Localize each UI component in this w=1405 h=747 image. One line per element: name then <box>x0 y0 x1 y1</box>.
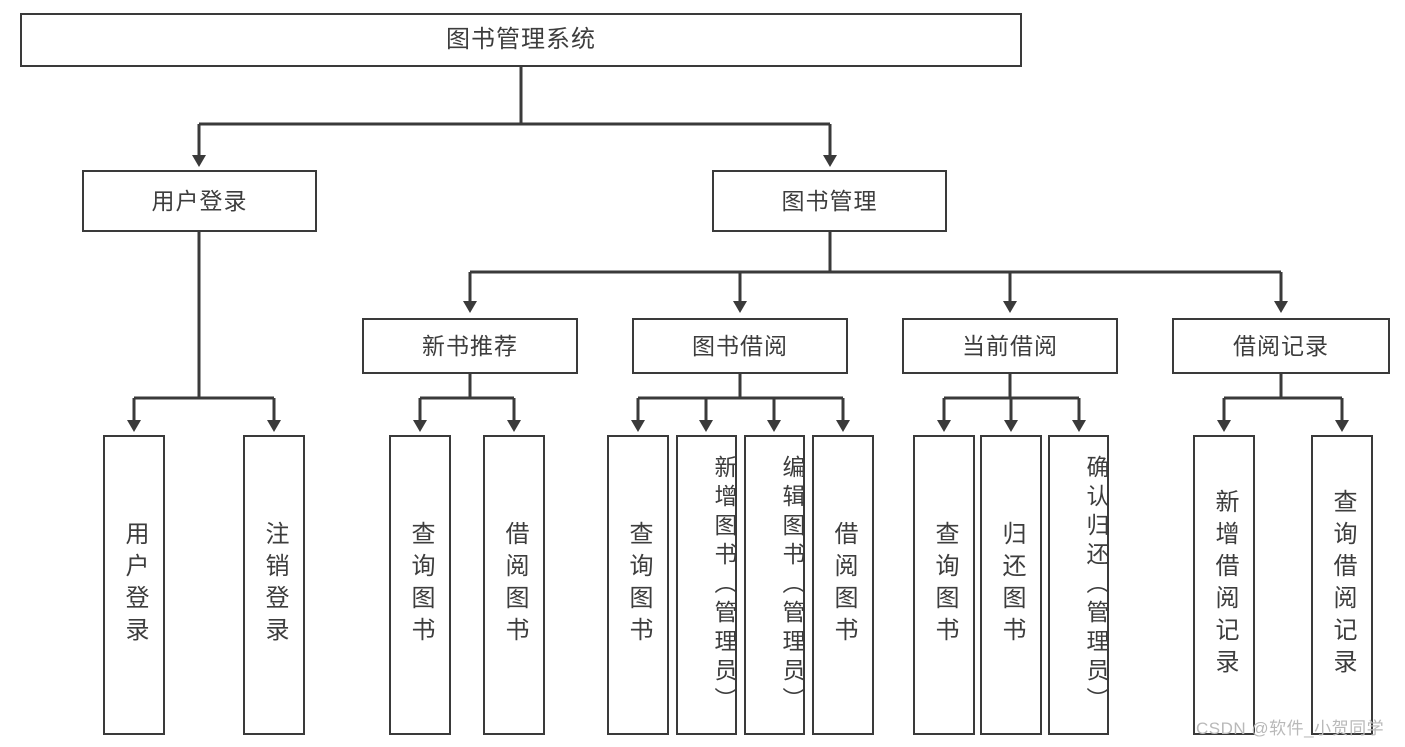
node-new-book-recommend[interactable]: 新书推荐 <box>362 318 578 374</box>
leaf-borrow-add-book-admin[interactable]: 新增图书（管理员） <box>676 435 737 735</box>
leaf-current-return-book[interactable]: 归还图书 <box>980 435 1042 735</box>
leaf-record-query[interactable]: 查询借阅记录 <box>1311 435 1373 735</box>
node-root-system[interactable]: 图书管理系统 <box>20 13 1022 67</box>
leaf-recommend-query-book[interactable]: 查询图书 <box>389 435 451 735</box>
leaf-current-query-book[interactable]: 查询图书 <box>913 435 975 735</box>
leaf-record-add[interactable]: 新增借阅记录 <box>1193 435 1255 735</box>
leaf-user-login[interactable]: 用户登录 <box>103 435 165 735</box>
leaf-user-logout[interactable]: 注销登录 <box>243 435 305 735</box>
leaf-current-confirm-return-admin[interactable]: 确认归还（管理员） <box>1048 435 1109 735</box>
csdn-watermark: CSDN @软件_小贺同学 <box>1196 719 1385 738</box>
leaf-borrow-query-book[interactable]: 查询图书 <box>607 435 669 735</box>
leaf-borrow-lend-book[interactable]: 借阅图书 <box>812 435 874 735</box>
node-book-borrow[interactable]: 图书借阅 <box>632 318 848 374</box>
node-current-borrow[interactable]: 当前借阅 <box>902 318 1118 374</box>
node-borrow-record[interactable]: 借阅记录 <box>1172 318 1390 374</box>
node-user-login[interactable]: 用户登录 <box>82 170 317 232</box>
node-book-management[interactable]: 图书管理 <box>712 170 947 232</box>
leaf-borrow-edit-book-admin[interactable]: 编辑图书（管理员） <box>744 435 805 735</box>
leaf-recommend-borrow-book[interactable]: 借阅图书 <box>483 435 545 735</box>
